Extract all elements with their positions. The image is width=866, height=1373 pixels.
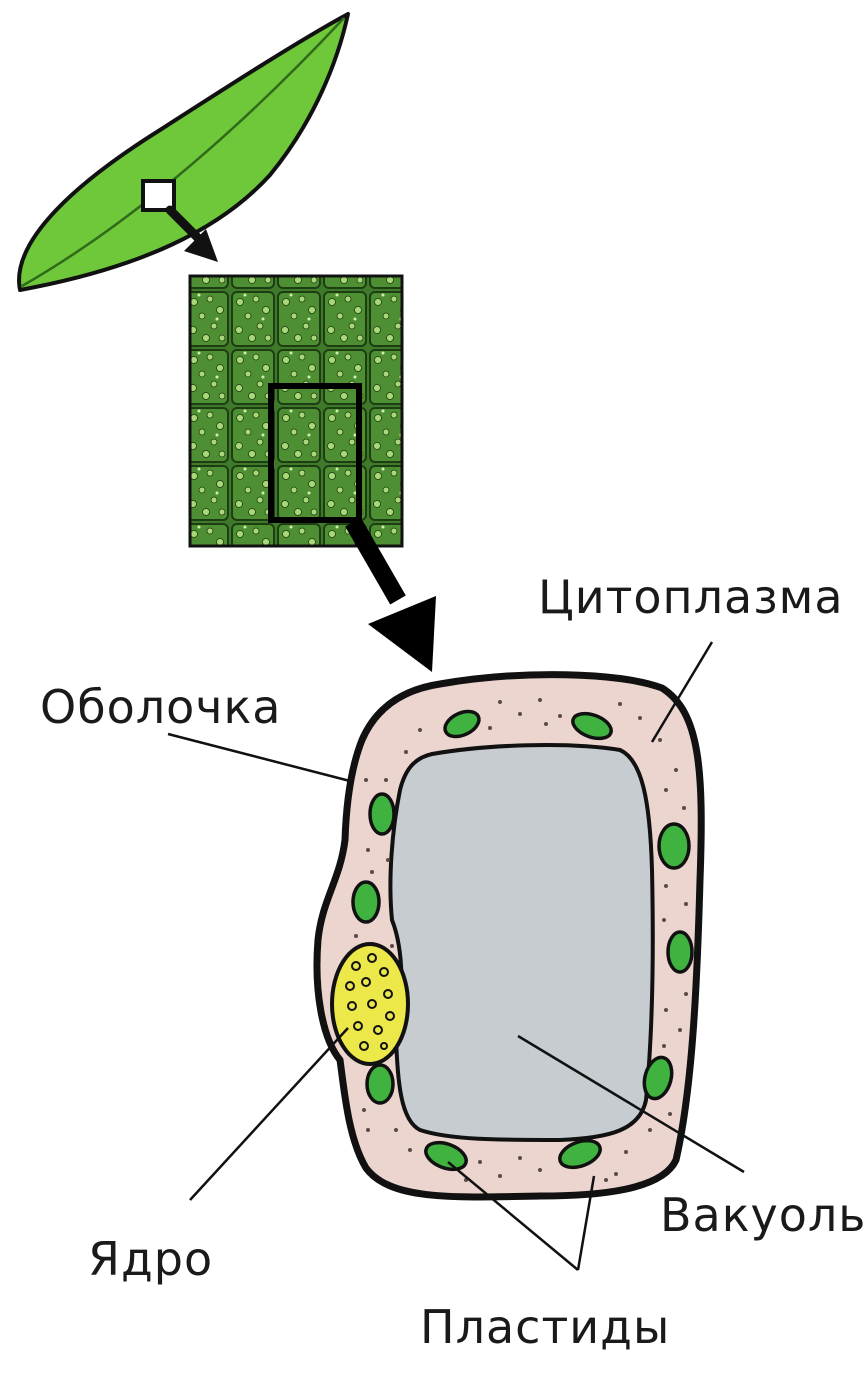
plastid [668, 932, 692, 972]
plastid [659, 824, 689, 868]
plastid [370, 794, 394, 834]
plastid [367, 1065, 393, 1103]
label-cytoplasm: Цитоплазма [538, 574, 844, 620]
label-vacuole: Вакуоль [660, 1192, 866, 1238]
membrane-leader [168, 734, 350, 781]
plant-cell [317, 675, 701, 1197]
nucleus [332, 944, 408, 1064]
label-nucleus: Ядро [88, 1236, 213, 1282]
vacuole [390, 745, 652, 1140]
label-plastids: Пластиды [420, 1304, 670, 1350]
label-membrane: Оболочка [40, 684, 281, 730]
leaf-icon [19, 14, 348, 290]
plastid [353, 882, 379, 922]
leaf-tissue-image [190, 276, 402, 546]
nucleus-leader [190, 1028, 348, 1200]
